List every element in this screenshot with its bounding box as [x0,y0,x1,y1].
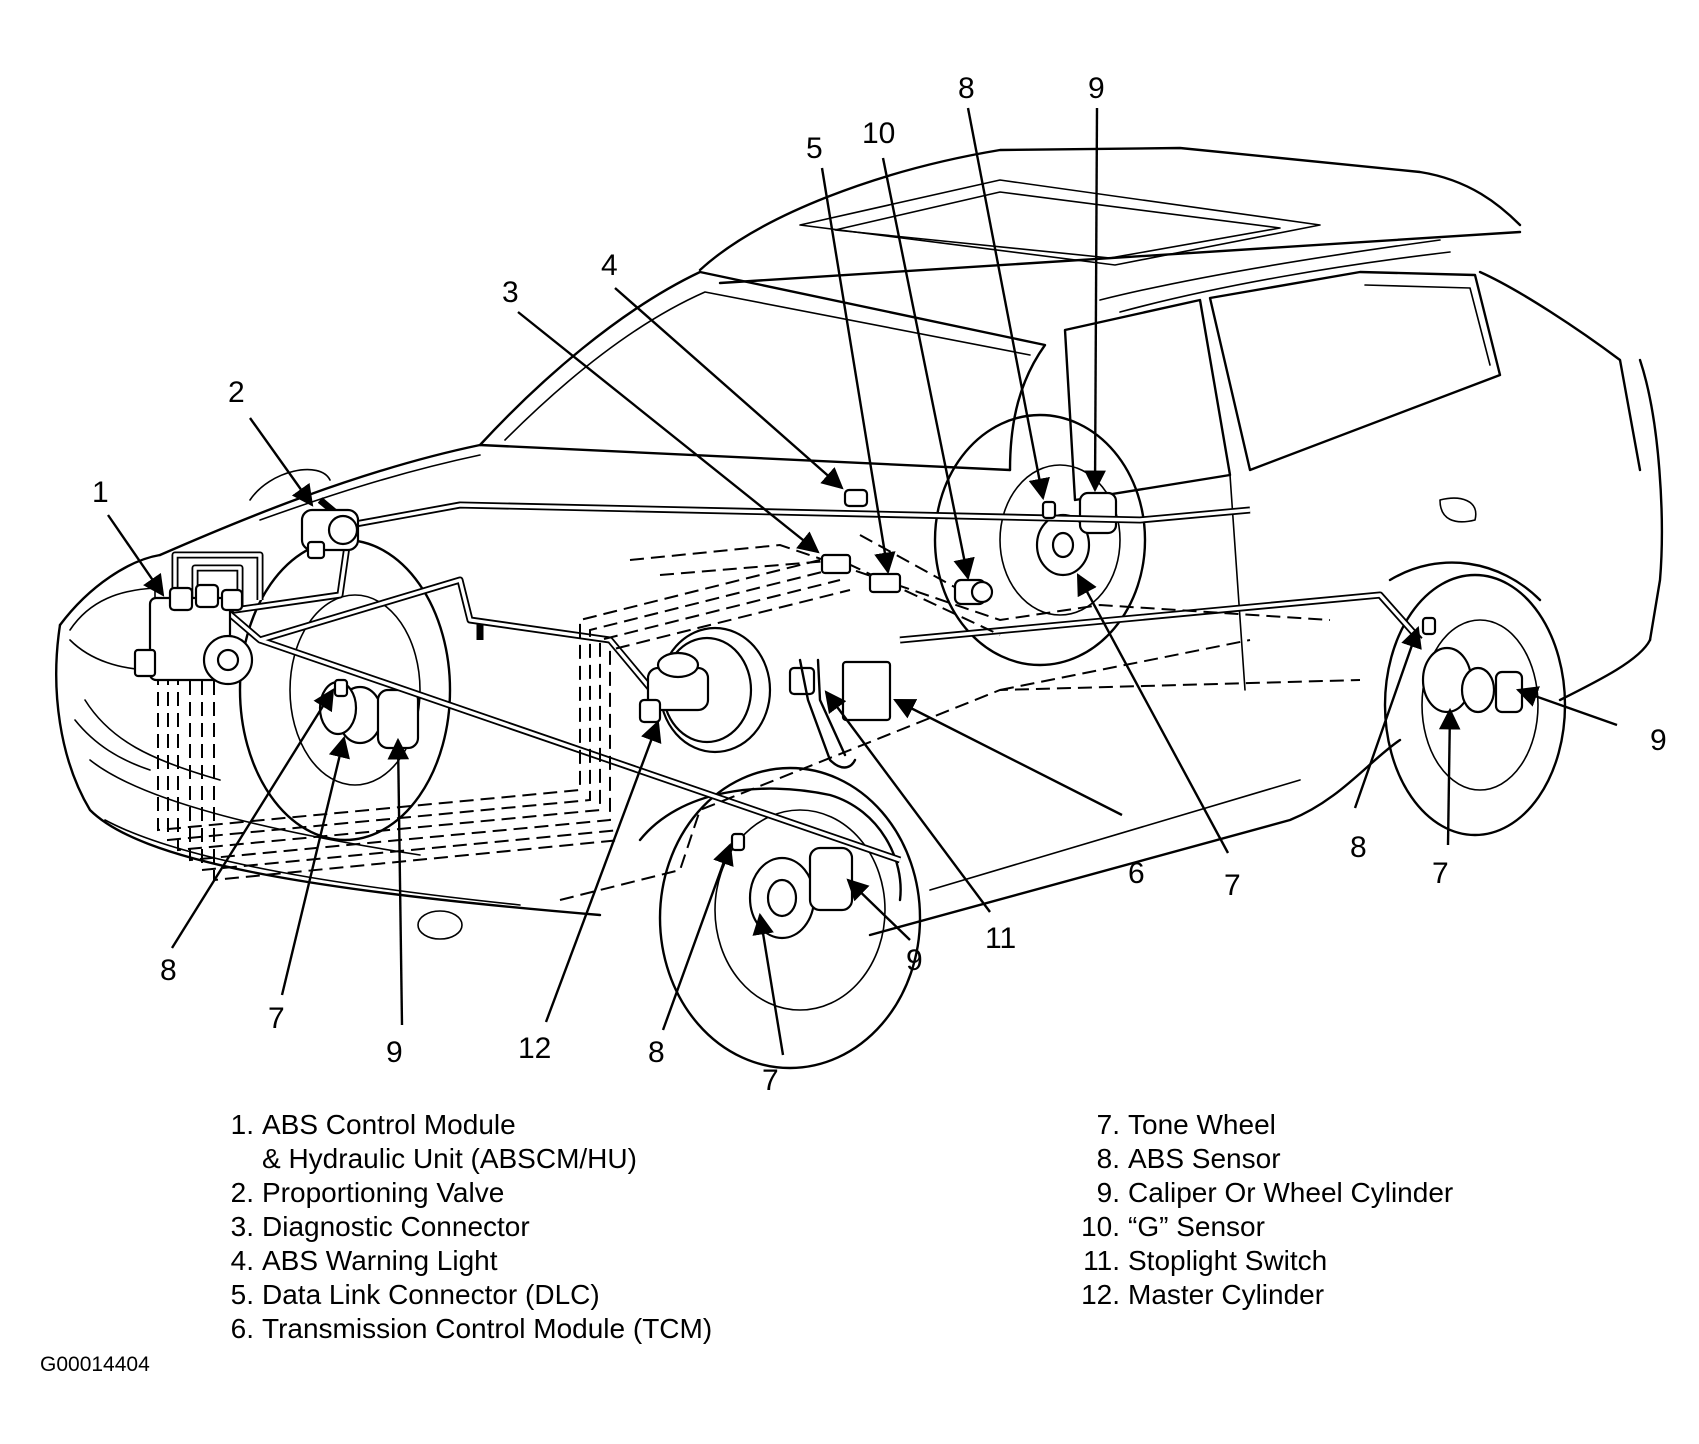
abs-sensors [333,500,1437,852]
callout-7-front-left: 7 [268,1002,285,1035]
legend-left-column: 1.ABS Control Module & Hydraulic Unit (A… [210,1108,713,1346]
leader-lines [107,107,1618,1056]
legend-item: & Hydraulic Unit (ABSCM/HU) [262,1143,637,1174]
transmission-control-module [841,660,892,722]
legend-item: 6.Transmission Control Module (TCM) [230,1313,713,1344]
legend-item: 1.ABS Control Module [230,1109,516,1140]
callout-1: 1 [92,476,109,509]
figure-id: G00014404 [40,1353,150,1376]
legend-item: 4.ABS Warning Light [230,1245,498,1276]
callout-8-top: 8 [958,72,975,105]
right-front-wheel [658,766,922,1070]
data-link-connector [868,572,902,594]
legend-item: 7.Tone Wheel [1096,1109,1276,1140]
legend-item: 5.Data Link Connector (DLC) [230,1279,600,1310]
wiring-harness [157,534,1361,901]
callout-7-rear-left: 7 [1224,869,1241,902]
callout-4: 4 [601,249,618,282]
legend-item: 10.“G” Sensor [1081,1211,1265,1242]
callout-6: 6 [1128,857,1145,890]
callout-9-right: 9 [1650,724,1667,757]
master-cylinder-and-booster [638,626,772,754]
proportioning-valve [300,508,360,560]
legend-item: 8.ABS Sensor [1096,1143,1281,1174]
callout-12: 12 [518,1032,551,1065]
legend-item: 3.Diagnostic Connector [230,1211,530,1242]
diagnostic-connector [820,553,852,575]
callout-7-front-right: 7 [762,1064,779,1097]
callout-10: 10 [862,117,895,150]
legend-right-column: 7.Tone Wheel 8.ABS Sensor 9.Caliper Or W… [1055,1108,1453,1312]
right-rear-wheel [1383,573,1567,837]
callout-7-rear-right: 7 [1432,857,1449,890]
callout-2: 2 [228,376,245,409]
callout-8-front-left: 8 [160,954,177,987]
callout-3: 3 [502,276,519,309]
callout-5: 5 [806,132,823,165]
callout-8-rear-right: 8 [1350,831,1367,864]
callout-9-top: 9 [1088,72,1105,105]
stoplight-switch-and-pedal [788,658,857,769]
legend-item: 11.Stoplight Switch [1083,1245,1328,1276]
left-rear-wheel [933,413,1147,667]
callout-11: 11 [985,922,1016,955]
g-sensor [953,578,994,606]
callout-8-front-right: 8 [648,1036,665,1069]
callout-9-front-left: 9 [386,1036,403,1069]
legend-item: 9.Caliper Or Wheel Cylinder [1096,1177,1454,1208]
abs-control-module-hydraulic-unit [133,583,254,686]
legend-item: 12.Master Cylinder [1081,1279,1325,1310]
legend-item: 2.Proportioning Valve [230,1177,505,1208]
abs-warning-light [843,488,869,508]
callout-labels: 1 2 3 4 5 10 8 9 9 7 8 6 7 11 9 8 7 9 12… [92,72,1667,1097]
vehicle-body-outline [55,146,1663,940]
callout-9-front-right: 9 [906,944,923,977]
